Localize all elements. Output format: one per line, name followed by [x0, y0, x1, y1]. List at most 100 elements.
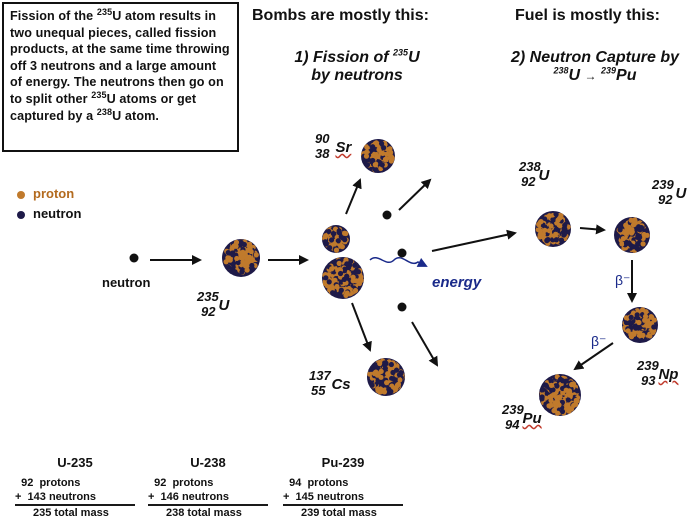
reaction-mass-1: 238: [553, 65, 569, 76]
nucleon: [562, 226, 568, 232]
fission-title-element: U: [408, 49, 420, 66]
nucleon: [342, 237, 348, 243]
pu239-z: 94: [505, 417, 520, 432]
cs137-z: 55: [311, 383, 326, 398]
fuel-header: Fuel is mostly this:: [515, 7, 660, 24]
nucleon: [382, 365, 388, 371]
nucleon: [247, 241, 253, 248]
composition-total: 238 total mass: [166, 507, 242, 519]
description-superscript: 235: [96, 6, 113, 17]
nucleon: [634, 312, 640, 318]
nucleon: [233, 239, 240, 245]
neutron-to-u238-arrow: [431, 229, 517, 252]
nucleon: [550, 387, 556, 393]
nucleon: [330, 230, 336, 237]
nucleus-u238: [535, 211, 571, 247]
composition-neutrons: + 145 neutrons: [283, 490, 403, 506]
description-segment: Fission of the: [10, 9, 97, 23]
nucleus-fragment-upper: [321, 225, 350, 253]
nucleon: [624, 230, 630, 236]
nucleon: [336, 260, 342, 266]
nucleon: [369, 382, 375, 388]
nucleon: [554, 383, 560, 389]
reaction-symbol-2: Pu: [616, 67, 637, 84]
nucleus-fragment-lower: [322, 257, 364, 299]
nucleon: [388, 158, 394, 164]
np239-mass: 239: [637, 358, 659, 373]
nucleon: [631, 330, 637, 336]
nucleon: [370, 144, 376, 150]
nucleon: [573, 401, 579, 407]
nucleon: [636, 319, 642, 326]
nucleon: [545, 237, 551, 243]
nucleon: [640, 241, 646, 247]
nucleon: [550, 217, 556, 223]
nucleon: [555, 395, 561, 401]
composition-total: 235 total mass: [33, 507, 109, 519]
nucleus-pu239: [539, 374, 581, 416]
fission-title-mass: 235: [393, 47, 409, 58]
u239-mass: 239: [652, 177, 674, 192]
nucleon: [634, 245, 640, 251]
nucleon: [623, 240, 630, 247]
u238-symbol: U: [538, 167, 550, 184]
pu239-symbol: Pu: [522, 410, 542, 427]
nucleon: [338, 243, 344, 249]
nucleon: [326, 279, 332, 285]
legend-proton-label: proton: [33, 186, 75, 201]
np239-symbol: Np: [658, 366, 679, 383]
nucleon: [323, 275, 329, 281]
nucleon: [370, 157, 376, 164]
nucleon: [569, 381, 575, 387]
nucleon: [226, 264, 232, 270]
nucleon: [352, 262, 358, 268]
nucleon: [538, 219, 544, 225]
sr90-z: 38: [315, 146, 330, 161]
composition-total: 239 total mass: [301, 507, 377, 519]
u235-z: 92: [201, 304, 216, 319]
nucleon: [648, 313, 654, 320]
nucleon: [631, 218, 637, 224]
nucleon: [647, 333, 653, 339]
nucleon: [378, 387, 384, 393]
arrows-group: [150, 178, 637, 371]
nucleon: [334, 283, 340, 290]
nucleon: [244, 267, 250, 273]
composition-pu239: Pu-239 94 protons + 145 neutrons 239 tot…: [283, 455, 403, 520]
nucleon: [542, 227, 548, 233]
nucleon: [385, 371, 391, 377]
bombs-header: Bombs are mostly this:: [252, 7, 429, 24]
nucleon: [381, 145, 387, 151]
capture-title-text: 2) Neutron Capture by: [510, 49, 679, 66]
u235-mass: 235: [197, 289, 219, 304]
nucleon: [626, 320, 632, 326]
composition-protons: 92 protons: [148, 477, 214, 489]
nucleon: [248, 248, 254, 255]
nucleon: [638, 332, 644, 338]
nucleon: [553, 231, 559, 237]
nucleon: [337, 291, 343, 297]
nucleon: [633, 325, 639, 331]
nucleon: [344, 290, 350, 296]
nucleon: [617, 227, 623, 233]
nucleon: [537, 232, 543, 238]
nucleon: [543, 382, 549, 388]
legend-proton: proton: [17, 186, 74, 201]
nucleon: [542, 216, 548, 222]
nucleon: [379, 380, 385, 386]
nucleon: [335, 238, 341, 244]
nucleon: [553, 211, 559, 217]
neutron-arrow-lower: [411, 321, 439, 367]
nucleon: [379, 162, 385, 168]
nucleon: [378, 368, 384, 374]
nucleon: [546, 228, 552, 234]
description-segment: U atom.: [112, 108, 160, 123]
composition-name: U-238: [190, 455, 226, 470]
nucleon: [375, 154, 381, 160]
nucleon: [619, 241, 625, 247]
emitted-neutron-dot-1: [382, 210, 392, 220]
nucleon: [548, 223, 554, 229]
neutron-dots-group: [129, 210, 407, 312]
nucleon: [539, 387, 545, 393]
